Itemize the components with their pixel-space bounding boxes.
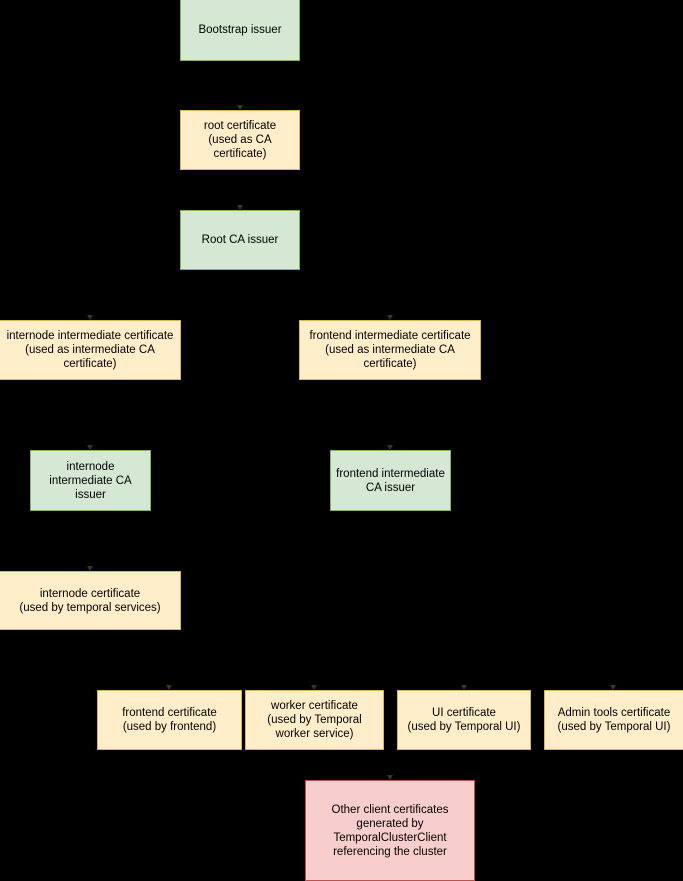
arrowhead-root-certificate [237,105,243,110]
arrowhead-internode-intermediate-ca-issuer [87,445,93,450]
arrowhead-frontend-intermediate-certificate [387,315,393,320]
node-frontend-certificate[interactable]: frontend certificate (used by frontend) [97,690,242,750]
edge-frontend-cert-to-issuer [390,380,391,450]
node-internode-intermediate-ca-issuer[interactable]: internode intermediate CA issuer [30,450,151,511]
edge-internode-issuer-to-cert [90,511,91,571]
edge-to-other-client-certificates [390,750,391,780]
arrowhead-ui-certificate [461,685,467,690]
node-internode-intermediate-certificate[interactable]: internode intermediate certificate (used… [0,320,181,380]
arrowhead-root-ca-issuer [237,205,243,210]
node-frontend-intermediate-ca-issuer[interactable]: frontend intermediate CA issuer [330,450,451,511]
node-frontend-intermediate-certificate[interactable]: frontend intermediate certificate (used … [299,320,481,380]
edge-root-ca-issuer-down [240,270,241,295]
arrowhead-admin-tools-certificate [610,685,616,690]
node-root-certificate[interactable]: root certificate (used as CA certificate… [180,110,300,170]
node-ui-certificate[interactable]: UI certificate (used by Temporal UI) [397,690,531,750]
edge-to-frontend-certificate [169,665,170,690]
edge-bootstrap-to-root-cert [240,61,241,110]
edge-frontend-issuer-fanout [169,665,614,666]
arrowhead-frontend-certificate [166,685,172,690]
arrowhead-worker-certificate [311,685,317,690]
edge-internode-cert-to-issuer [90,380,91,450]
edge-frontend-issuer-down [390,511,391,665]
arrowhead-internode-intermediate-certificate [87,315,93,320]
edge-to-frontend-intermediate-cert [390,295,391,320]
node-internode-certificate[interactable]: internode certificate (used by temporal … [0,571,181,630]
edge-root-ca-issuer-split [90,295,391,296]
node-worker-certificate[interactable]: worker certificate (used by Temporal wor… [245,690,384,750]
arrowhead-internode-certificate [87,566,93,571]
edge-to-admin-tools-certificate [613,665,614,690]
arrowhead-other-client-certificates [387,775,393,780]
node-bootstrap-issuer[interactable]: Bootstrap issuer [180,0,300,61]
edge-to-ui-certificate [464,665,465,690]
edge-to-worker-certificate [314,665,315,690]
node-root-ca-issuer[interactable]: Root CA issuer [180,210,300,270]
edge-to-internode-intermediate-cert [90,295,91,320]
node-other-client-certificates[interactable]: Other client certificates generated by T… [305,780,475,881]
arrowhead-frontend-intermediate-ca-issuer [387,445,393,450]
node-admin-tools-certificate[interactable]: Admin tools certificate (used by Tempora… [544,690,683,750]
edge-root-cert-to-root-ca-issuer [240,170,241,210]
